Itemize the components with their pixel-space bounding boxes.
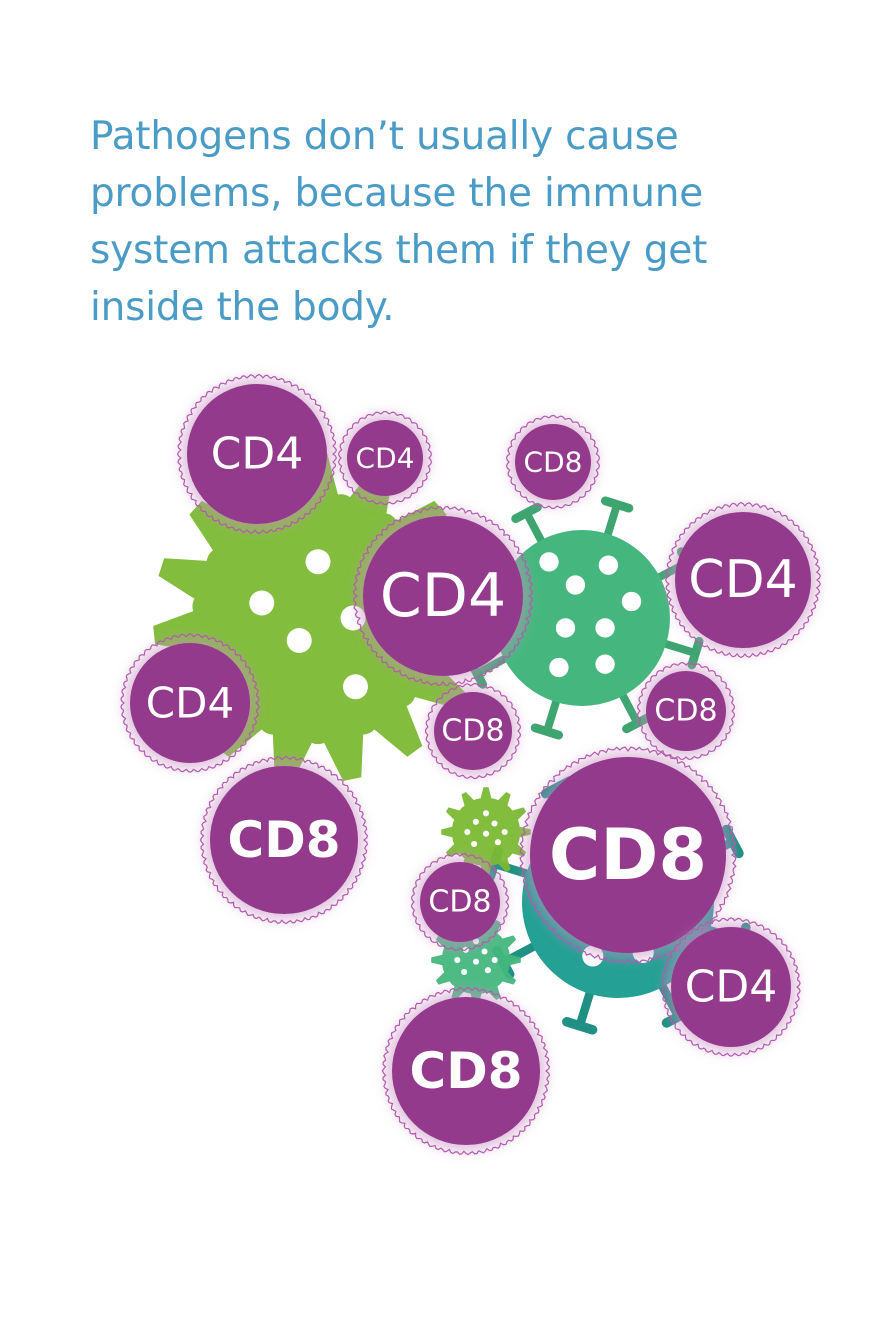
immune-cell-label: CD8	[410, 1042, 523, 1100]
immune-cell-label: CD4	[685, 962, 778, 1013]
immune-cell-label: CD4	[146, 679, 234, 728]
headline: Pathogens don’t usually cause problems, …	[90, 114, 708, 330]
immune-cell-cd4: CD4	[664, 501, 821, 659]
small-lime-germ	[441, 787, 531, 877]
immune-cell-cd8: CD8	[519, 746, 737, 964]
immune-cell-cd4: CD4	[338, 410, 432, 506]
immune-cell-label: CD8	[524, 446, 583, 479]
immune-cell-cd8: CD8	[506, 414, 600, 510]
immune-cell-label: CD4	[688, 550, 797, 610]
immune-cell-cd8: CD8	[424, 682, 521, 780]
immune-cell-cd8: CD8	[199, 755, 369, 925]
immune-cell-label: CD8	[654, 694, 717, 729]
immune-cell-label: CD4	[380, 561, 506, 631]
immune-cell-cd8: CD8	[410, 852, 510, 952]
immune-cell-label: CD8	[441, 714, 504, 749]
immune-cell-label: CD8	[549, 814, 707, 896]
immune-cell-cd8: CD8	[381, 986, 551, 1156]
immune-cell-label: CD4	[211, 429, 304, 480]
immune-cell-cd8: CD8	[636, 661, 736, 761]
immune-cell-label: CD8	[228, 811, 341, 869]
immune-cell-cd4: CD4	[176, 373, 338, 535]
immune-cell-cd4: CD4	[352, 505, 534, 687]
immune-cell-label: CD8	[428, 885, 491, 920]
immune-cell-cd4: CD4	[661, 917, 801, 1057]
immune-cell-cd4: CD4	[120, 633, 260, 773]
immune-cell-label: CD4	[356, 442, 415, 475]
